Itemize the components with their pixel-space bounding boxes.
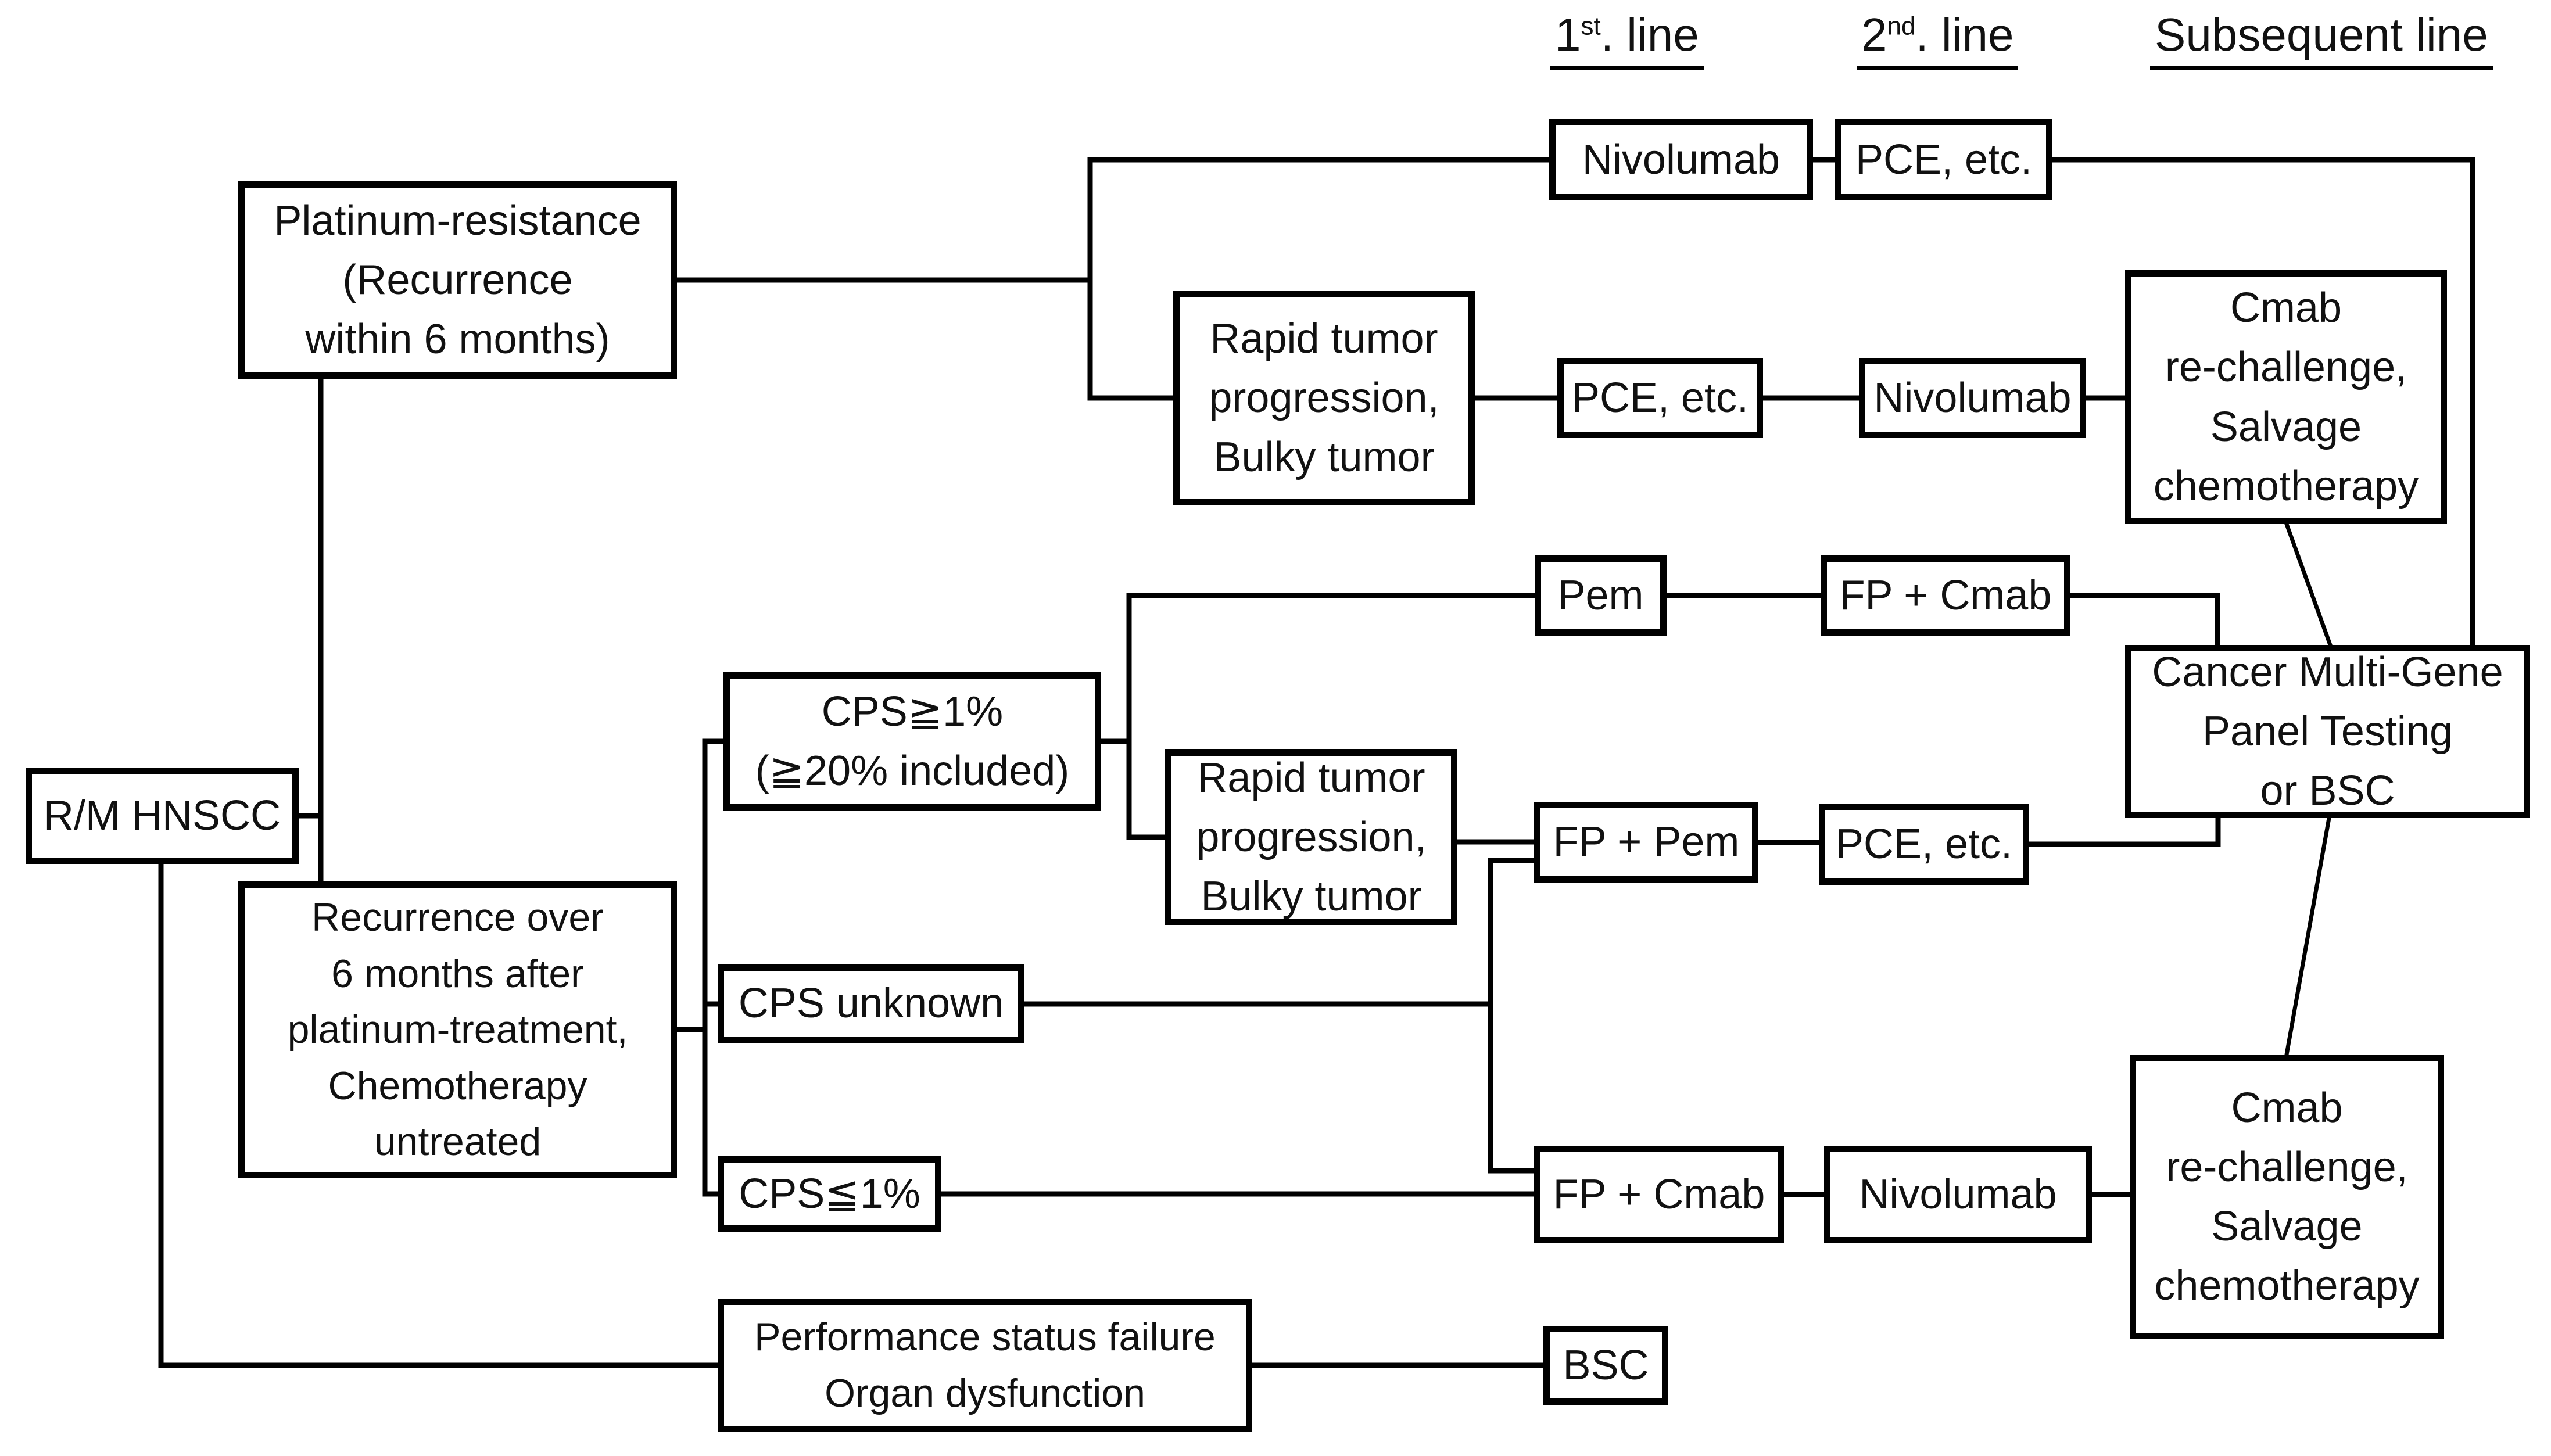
header-second-line: 2nd. line [1857,9,2019,70]
node-pem: Pem [1535,555,1667,636]
node-pce-after-fp-pem: PCE, etc. [1819,804,2029,885]
header-subsequent-line-text: Subsequent line [2155,9,2488,60]
node-rapid-tumor-progression-top: Rapid tumor progression, Bulky tumor [1173,291,1475,505]
node-fp-plus-pem: FP + Pem [1534,802,1758,883]
header-subsequent-line: Subsequent line [2150,9,2493,70]
node-cps-unknown: CPS unknown [718,964,1024,1043]
node-recurrence-over-6-months: Recurrence over 6 months after platinum-… [238,881,677,1178]
node-nivolumab-bottom: Nivolumab [1824,1146,2092,1243]
node-nivolumab-first-line: Nivolumab [1549,119,1813,200]
node-cmab-rechallenge-top: Cmab re-challenge, Salvage chemotherapy [2125,270,2447,524]
header-second-line-text: . line [1915,9,2014,60]
node-bsc: BSC [1543,1326,1668,1405]
node-rm-hnscc: R/M HNSCC [26,768,299,864]
node-cps-under-1-percent: CPS≦1% [718,1156,941,1232]
header-second-line-ordinal: nd [1887,12,1916,41]
node-pce-second-line-top: PCE, etc. [1835,119,2052,200]
diagonal-connector-line [2284,815,2332,1057]
node-pce-first-line: PCE, etc. [1557,358,1763,438]
header-first-line-number: 1 [1555,9,1581,60]
node-nivolumab-second-line: Nivolumab [1859,358,2086,438]
node-cps-over-1-percent: CPS≧1% (≧20% included) [723,672,1101,811]
node-cancer-multigene-panel: Cancer Multi-Gene Panel Testing or BSC [2125,645,2530,818]
node-cmab-rechallenge-bottom: Cmab re-challenge, Salvage chemotherapy [2130,1055,2444,1339]
node-platinum-resistance: Platinum-resistance (Recurrence within 6… [238,181,677,379]
node-rapid-tumor-progression-middle: Rapid tumor progression, Bulky tumor [1165,749,1457,925]
header-second-line-number: 2 [1861,9,1887,60]
header-first-line: 1st. line [1550,9,1704,70]
node-performance-status-failure: Performance status failure Organ dysfunc… [718,1299,1252,1432]
node-fp-plus-cmab-after-pem: FP + Cmab [1821,555,2070,636]
header-first-line-text: . line [1600,9,1699,60]
header-first-line-ordinal: st [1581,12,1601,41]
node-fp-plus-cmab-first-line: FP + Cmab [1534,1146,1784,1243]
diagonal-connector-line [2284,521,2333,648]
